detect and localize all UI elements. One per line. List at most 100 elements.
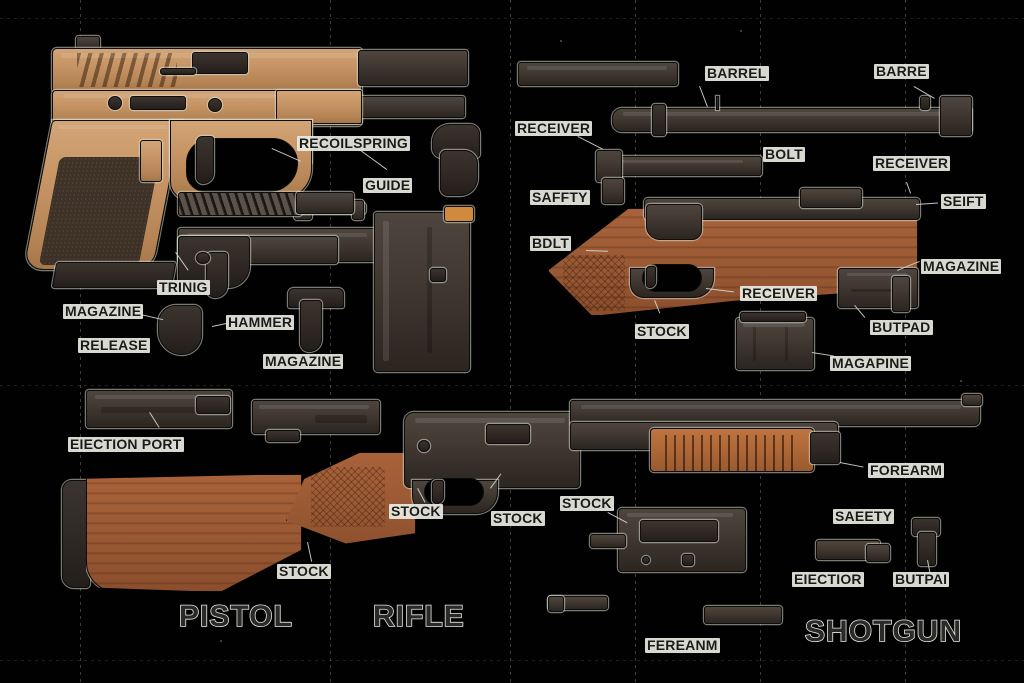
section-title-pistol: PISTOL <box>178 599 293 634</box>
grid-line-vertical <box>510 0 511 683</box>
label-receiver-right: RECEIVER <box>873 155 951 171</box>
shotgun-receiver-pin <box>418 440 430 452</box>
label-guide: GUIDE <box>363 177 413 193</box>
shotgun-forearm <box>650 428 814 472</box>
section-title-shotgun: SHOTGUN <box>804 614 962 649</box>
label-saffty: SAFFTY <box>530 189 590 205</box>
rifle-magazine-2 <box>736 318 814 370</box>
rifle-magazine-2-lip <box>740 312 806 322</box>
speck <box>220 640 222 642</box>
label-ejection-port: EIECTION PORT <box>68 436 184 452</box>
grid-line-horizontal <box>0 385 1024 386</box>
rifle-bolt-handle <box>602 178 624 204</box>
shotgun-buttpad-body <box>918 532 936 566</box>
pistol-slide-loose-2 <box>252 400 380 434</box>
shotgun-buttpad <box>62 480 90 588</box>
pistol-slide-loose-port <box>196 396 230 414</box>
section-title-rifle: RIFLE <box>372 599 465 634</box>
pistol-trigger-pin <box>196 252 210 264</box>
recoil-spring-collar <box>296 192 354 214</box>
pistol-takedown-pin <box>108 96 122 110</box>
rifle-breech-block <box>940 96 972 136</box>
leader-barrel <box>699 86 708 107</box>
rifle-barrel-band <box>652 104 666 136</box>
pistol-magazine-catch-notch <box>430 268 446 282</box>
grid-line-vertical <box>635 0 636 683</box>
label-hammer: HAMMER <box>226 314 295 330</box>
label-stock-pistol: STOCK <box>277 563 331 579</box>
label-butpad: BUTPAD <box>870 319 933 335</box>
rifle-bolt-shroud <box>646 204 702 240</box>
pistol-magazine-release-button <box>140 140 162 182</box>
leader-receiver-right <box>906 182 912 194</box>
pistol-magazine <box>374 212 470 372</box>
shotgun-firing-pin-head <box>548 596 564 612</box>
rifle-rear-sight <box>920 96 930 110</box>
shotgun-stock <box>86 474 302 592</box>
label-bolt: BOLT <box>763 146 805 162</box>
pistol-slide-loose-2-rail <box>266 430 300 442</box>
label-recoilspring: RECOILSPRING <box>297 135 410 151</box>
grid-line-horizontal <box>0 660 1024 661</box>
label-stock-mid-a: STOCK <box>389 503 443 519</box>
label-saeety: SAEETY <box>833 508 895 524</box>
pistol-magazine-follower <box>444 206 474 222</box>
pistol-barrel-hood <box>160 68 196 75</box>
shotgun-trigger <box>432 480 444 504</box>
leader-forearm <box>839 462 864 468</box>
label-barrel: BARREL <box>705 65 769 81</box>
shotgun-forearm-cap <box>810 432 840 464</box>
leader-guide <box>357 148 388 170</box>
shotgun-receiver-loose-detent <box>682 554 694 566</box>
rifle-barrel <box>612 108 972 132</box>
shotgun-receiver-loose-tab <box>590 534 626 548</box>
label-receiver-rifle: RECEIVER <box>740 285 818 301</box>
label-trinig: TRINIG <box>157 279 210 295</box>
label-barre: BARRE <box>874 63 929 79</box>
label-stock-rifle: STOCK <box>635 323 689 339</box>
pistol-trigger-blade <box>206 252 228 298</box>
pistol-slide-stop-lever <box>130 96 186 110</box>
label-forearm: FOREARM <box>868 462 945 478</box>
recoil-spring <box>178 192 302 216</box>
label-fereanm: FEREANM <box>645 637 720 653</box>
magazine-release-part <box>158 305 202 355</box>
leader-receiver-bolt <box>577 136 603 150</box>
shotgun-safety-tip <box>866 544 890 562</box>
shotgun-action-bar <box>704 606 782 624</box>
label-receiver-bolt: RECEIVER <box>515 120 593 136</box>
shotgun-ejection-port <box>486 424 530 444</box>
pistol-slide-catch-lower <box>440 150 478 196</box>
label-stock-shotgun: STOCK <box>560 495 614 511</box>
rifle-front-sight <box>716 96 719 110</box>
rifle-trigger <box>646 266 656 288</box>
rifle-bolt-body <box>604 156 762 176</box>
label-magapine: MAGAPINE <box>830 355 912 371</box>
label-stock-mid-b: STOCK <box>491 510 545 526</box>
label-magazine-pistol: MAGAZINE <box>263 353 344 369</box>
label-magazine-release: MAGAZINE <box>63 303 144 319</box>
pistol-barrel <box>358 50 468 86</box>
label-release: RELEASE <box>78 337 150 353</box>
rifle-barrel-shroud <box>518 62 678 86</box>
shotgun-front-sight <box>962 394 982 406</box>
pistol-frame-pin <box>208 98 222 112</box>
rifle-bolt-raceway <box>800 188 862 208</box>
label-eiectior: EIECTIOR <box>792 571 864 587</box>
label-seift: SEIFT <box>941 193 986 209</box>
shotgun-receiver-loose-pin <box>642 556 650 564</box>
hammer-body <box>300 300 322 352</box>
grid-line-horizontal <box>0 18 1024 19</box>
pistol-trigger <box>196 136 214 184</box>
rifle-magazine-latch <box>892 276 910 312</box>
speck <box>960 380 962 382</box>
label-magazine-rifle: MAGAZINE <box>921 258 1002 274</box>
label-bdlt: BDLT <box>530 235 572 251</box>
speck <box>560 40 562 42</box>
label-butpai: BUTPAI <box>893 571 950 587</box>
pistol-dust-cover <box>276 90 362 124</box>
pistol-ejection-port <box>192 52 248 74</box>
shotgun-receiver-loose-port <box>640 520 718 542</box>
speck <box>740 30 742 32</box>
